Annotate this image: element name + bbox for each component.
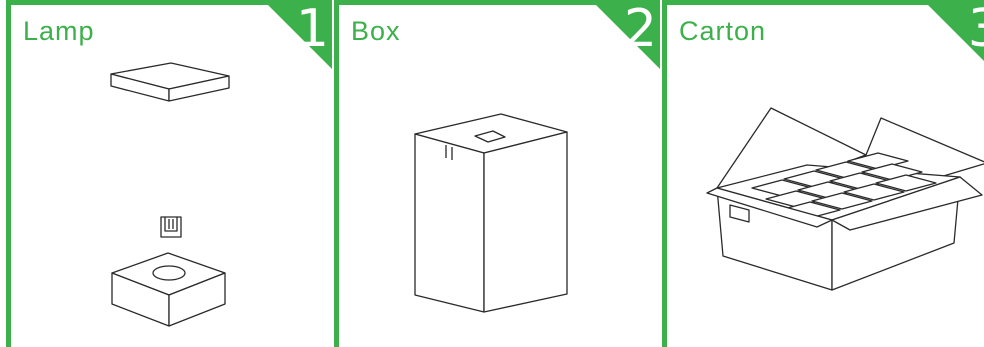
product-box-illustration xyxy=(414,113,568,313)
step-panel-box: Box 2 xyxy=(334,0,660,347)
step-number-badge-1: 1 xyxy=(268,5,332,69)
step-title-carton: Carton xyxy=(679,16,767,46)
step-title-box: Box xyxy=(351,16,401,46)
lamp-clip-icon xyxy=(160,216,182,238)
open-carton-icon xyxy=(706,107,984,291)
step-number-badge-2: 2 xyxy=(596,5,660,69)
step-number-1: 1 xyxy=(295,0,329,59)
step-panel-carton: Carton 3 xyxy=(662,0,984,347)
step-panel-lamp: Lamp 1 xyxy=(6,0,332,347)
step-number-badge-3: 3 xyxy=(928,5,984,69)
product-box-icon xyxy=(414,113,568,313)
shipping-carton-illustration xyxy=(706,107,984,291)
lamp-cover-plate-icon xyxy=(110,62,230,102)
step-title-lamp: Lamp xyxy=(23,16,95,46)
step-number-3: 3 xyxy=(968,5,984,59)
lamp-base-icon xyxy=(111,252,226,327)
step-number-2: 2 xyxy=(623,0,657,59)
lamp-parts-illustration xyxy=(110,62,230,327)
